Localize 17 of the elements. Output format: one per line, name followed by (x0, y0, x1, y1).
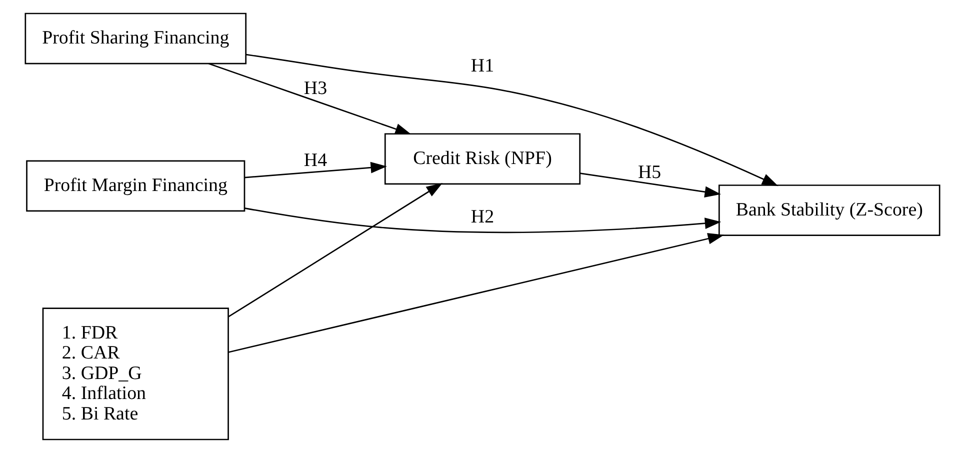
node-box: Profit Sharing Financing (24, 12, 246, 64)
arrow (227, 183, 442, 318)
node-box: 1. FDR 2. CAR 3. GDP_G 4. Inflation 5. Bi Rate (42, 308, 228, 440)
edge-label: H3 (303, 78, 327, 100)
edge-label: H2 (470, 206, 494, 228)
edge-label: H1 (470, 55, 494, 76)
arrow (245, 54, 778, 186)
arrow (580, 172, 720, 198)
arrow (208, 62, 411, 135)
node-box: Profit Margin Financing (26, 160, 245, 212)
node-box: Bank Stability (Z-Score) (718, 184, 940, 236)
arrow (244, 207, 721, 233)
node-box: Credit Risk (NPF) (384, 133, 580, 185)
arrow (244, 162, 386, 178)
edge-label: H4 (303, 150, 327, 171)
edge-label: H5 (637, 162, 661, 184)
arrow (228, 233, 724, 353)
